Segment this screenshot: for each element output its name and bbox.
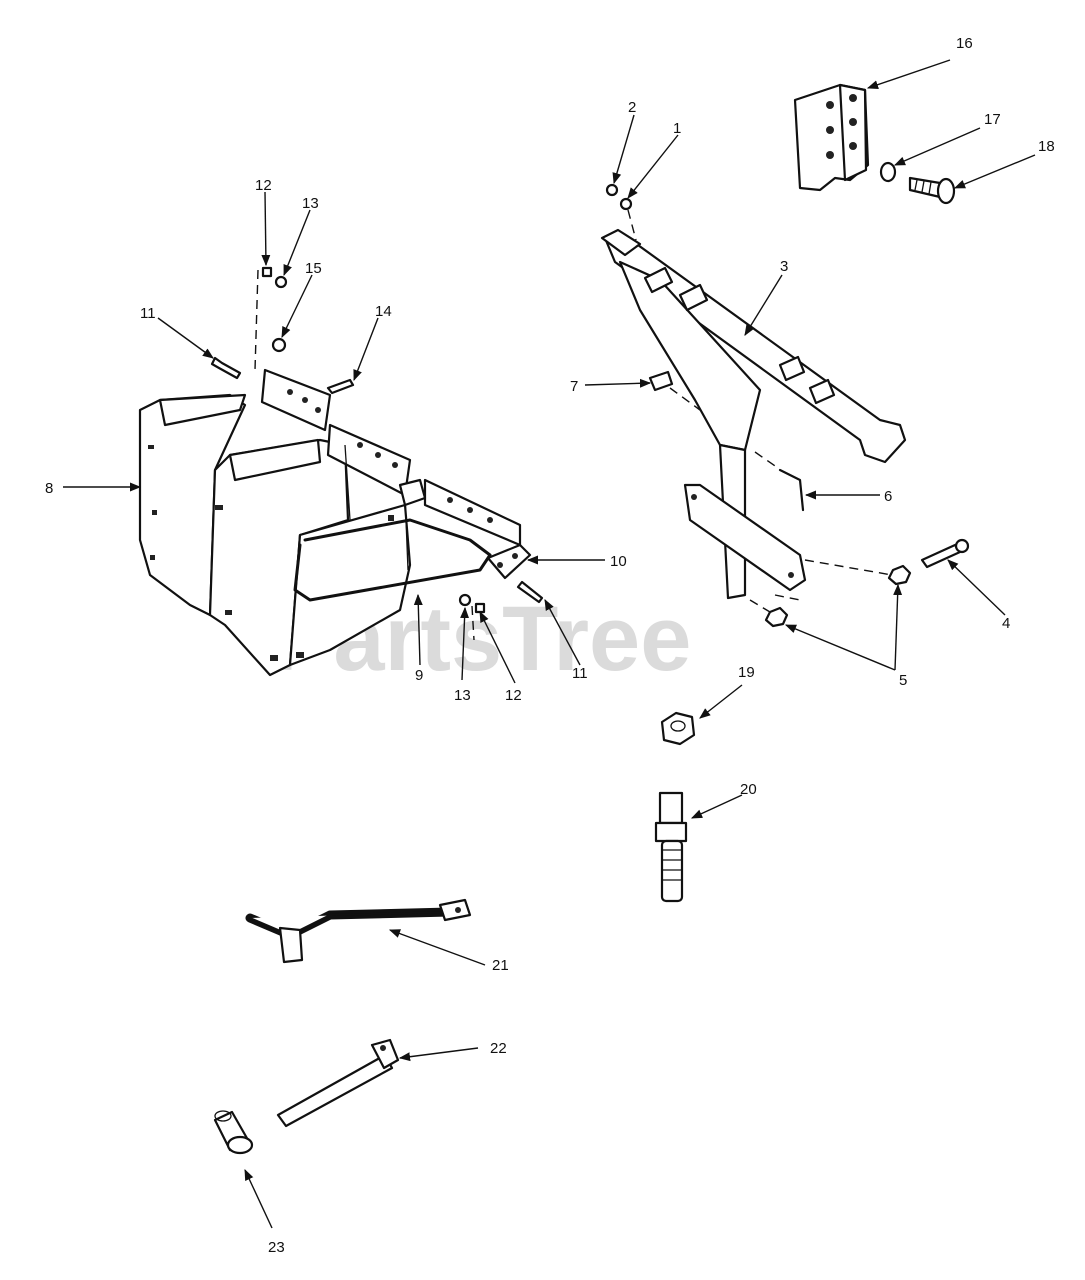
- callout-18: 18: [1038, 138, 1055, 155]
- pin-23: [213, 1110, 254, 1155]
- hitch-plate-assembly: [793, 83, 956, 205]
- callout-8: 8: [45, 480, 53, 497]
- callout-11-upper: 11: [140, 305, 156, 322]
- callout-19: 19: [738, 664, 755, 681]
- hex-nut-19: [660, 711, 696, 746]
- bag-hardware: [210, 266, 544, 641]
- callout-labels: 1 2 3 4 5 6 7 8 9 10 11 11 12 12 13 13 1…: [45, 35, 1055, 1256]
- callout-22: 22: [490, 1040, 507, 1057]
- callout-2: 2: [628, 99, 636, 116]
- callout-21: 21: [492, 957, 509, 974]
- rod-21: [245, 898, 472, 964]
- callout-5: 5: [899, 672, 907, 689]
- callout-7: 7: [570, 378, 578, 395]
- callout-11-lower: 11: [572, 665, 588, 682]
- callout-6: 6: [884, 488, 892, 505]
- callout-23: 23: [268, 1239, 285, 1256]
- callout-17: 17: [984, 111, 1001, 128]
- callout-10: 10: [610, 553, 627, 570]
- stud-20: [654, 791, 688, 903]
- lift-arm-hardware: [605, 183, 970, 628]
- callout-1: 1: [673, 120, 681, 137]
- callout-9: 9: [415, 667, 423, 684]
- callout-14: 14: [375, 303, 392, 320]
- callout-4: 4: [1002, 615, 1010, 632]
- callout-3: 3: [780, 258, 788, 275]
- callout-12-upper: 12: [255, 177, 272, 194]
- callout-20: 20: [740, 781, 757, 798]
- rod-22: [276, 1038, 400, 1128]
- callout-13-upper: 13: [302, 195, 319, 212]
- callout-15: 15: [305, 260, 322, 277]
- callout-13-lower: 13: [454, 687, 471, 704]
- callout-16: 16: [956, 35, 973, 52]
- lift-arm-assembly: [600, 228, 907, 600]
- leader-lines: [63, 59, 1036, 1229]
- callout-12-lower: 12: [505, 687, 522, 704]
- grass-bag-assembly: [138, 368, 532, 677]
